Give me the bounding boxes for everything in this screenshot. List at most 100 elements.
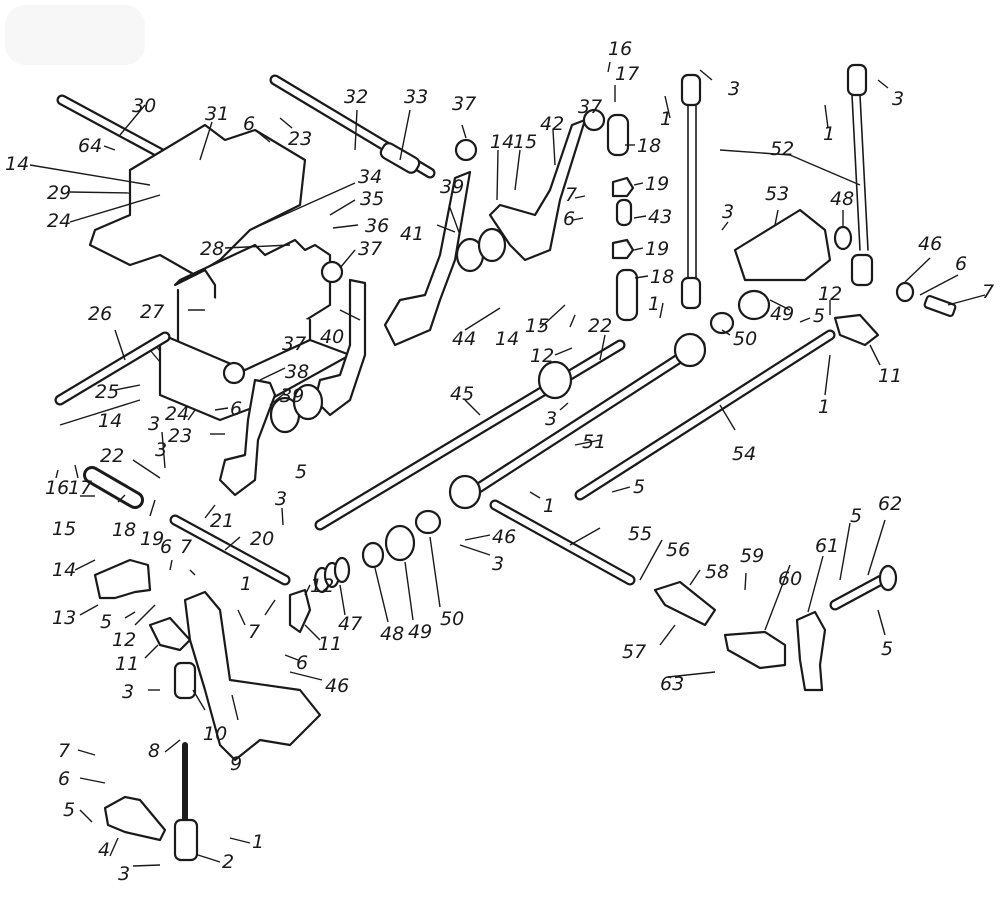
- label-14: 14: [495, 328, 519, 350]
- part-60-lever: [723, 630, 787, 670]
- label-37: 37: [452, 93, 476, 115]
- part-42-lever: [488, 118, 587, 262]
- part-4-lever: [103, 795, 167, 842]
- label-11: 11: [318, 633, 342, 655]
- scan-smudge: [5, 5, 145, 65]
- label-8: 8: [148, 740, 160, 762]
- label-1: 1: [823, 123, 835, 145]
- label-53: 53: [765, 183, 789, 205]
- label-3: 3: [122, 681, 134, 703]
- part-9-bracket: [183, 590, 322, 762]
- part-54-shaft: [574, 329, 836, 501]
- label-5: 5: [100, 611, 112, 633]
- label-47: 47: [338, 613, 362, 635]
- part-58-clevis: [653, 580, 717, 627]
- label-50: 50: [733, 328, 757, 350]
- label-5: 5: [295, 461, 307, 483]
- label-39: 39: [280, 385, 304, 407]
- part-48-washer: [361, 541, 385, 569]
- label-4: 4: [98, 839, 110, 861]
- label-51: 51: [582, 431, 606, 453]
- label-39: 39: [440, 176, 464, 198]
- label-18: 18: [650, 266, 674, 288]
- label-6: 6: [243, 113, 255, 135]
- label-30: 30: [132, 95, 156, 117]
- label-6: 6: [563, 208, 575, 230]
- label-14: 14: [98, 410, 122, 432]
- label-27: 27: [140, 301, 164, 323]
- label-11: 11: [878, 365, 902, 387]
- label-12: 12: [310, 575, 334, 597]
- label-62: 62: [878, 493, 902, 515]
- part-46-washer: [895, 281, 915, 303]
- label-59: 59: [740, 545, 764, 567]
- part-51-shaft: [448, 332, 707, 510]
- part-50-bushing: [414, 509, 442, 535]
- label-14: 14: [490, 131, 514, 153]
- part-55-rod: [489, 499, 636, 586]
- label-6: 6: [230, 398, 242, 420]
- label-14: 14: [52, 559, 76, 581]
- part-10-clevis: [173, 661, 197, 700]
- label-1: 1: [252, 831, 264, 853]
- part-49-bushing: [737, 289, 771, 321]
- label-37: 37: [358, 238, 382, 260]
- part-48-washer: [833, 225, 853, 251]
- label-1: 1: [543, 495, 555, 517]
- part-49-bushing: [384, 524, 416, 562]
- part-clevis-rod-left: [680, 73, 702, 310]
- label-49: 49: [770, 303, 794, 325]
- label-11: 11: [115, 653, 139, 675]
- label-2: 2: [222, 851, 234, 873]
- label-61: 61: [815, 535, 839, 557]
- part-18-sleeve: [83, 466, 144, 509]
- part-7-bolt: [923, 294, 957, 318]
- label-60: 60: [778, 568, 802, 590]
- label-20: 20: [250, 528, 274, 550]
- label-32: 32: [344, 86, 368, 108]
- part-61-lever: [795, 610, 827, 692]
- part-20-rod: [169, 514, 291, 586]
- label-7: 7: [180, 536, 192, 558]
- label-58: 58: [705, 561, 729, 583]
- label-55: 55: [628, 523, 652, 545]
- label-48: 48: [830, 188, 854, 210]
- label-26: 26: [88, 303, 112, 325]
- label-5: 5: [881, 638, 893, 660]
- label-46: 46: [325, 675, 349, 697]
- part-50-bushing: [709, 311, 735, 335]
- label-19: 19: [645, 173, 669, 195]
- label-1: 1: [818, 396, 830, 418]
- label-6: 6: [160, 536, 172, 558]
- label-25: 25: [95, 381, 119, 403]
- label-31: 31: [205, 103, 229, 125]
- label-34: 34: [358, 166, 382, 188]
- label-6: 6: [955, 253, 967, 275]
- label-35: 35: [360, 188, 384, 210]
- part-11-clamp: [288, 588, 312, 634]
- part-18-43-19-stack: [606, 113, 639, 322]
- label-5: 5: [813, 305, 825, 327]
- part-13-bracket: [93, 558, 152, 600]
- label-33: 33: [404, 86, 428, 108]
- label-52: 52: [770, 138, 794, 160]
- label-18: 18: [637, 135, 661, 157]
- label-57: 57: [622, 641, 646, 663]
- label-17: 17: [615, 63, 639, 85]
- leader-lines: [29, 61, 986, 867]
- label-7: 7: [248, 621, 260, 643]
- label-6: 6: [58, 768, 70, 790]
- part-53-plate: [733, 208, 832, 282]
- label-36: 36: [365, 215, 389, 237]
- label-54: 54: [732, 443, 756, 465]
- label-7: 7: [58, 740, 70, 762]
- part-38-lever: [218, 378, 277, 497]
- label-24: 24: [47, 210, 71, 232]
- label-15: 15: [525, 315, 549, 337]
- label-49: 49: [408, 621, 432, 643]
- part-39-washers: [269, 227, 507, 434]
- label-3: 3: [118, 863, 130, 885]
- label-12: 12: [818, 283, 842, 305]
- part-11-clamp: [148, 616, 192, 652]
- label-18: 18: [112, 519, 136, 541]
